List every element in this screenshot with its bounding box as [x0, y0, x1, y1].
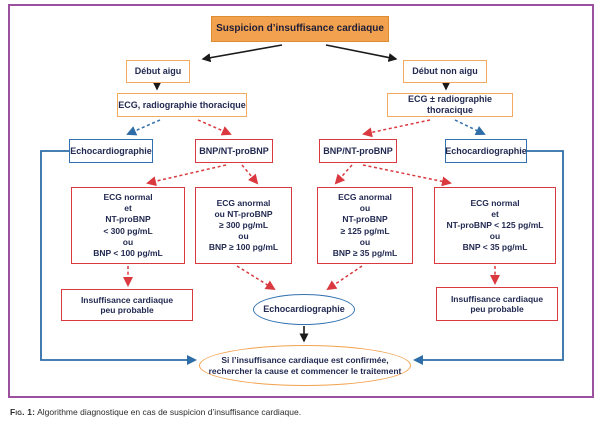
non-acute-onset-box: Début non aigu — [403, 60, 487, 83]
non-acute-workup-box: ECG ± radiographie thoracique — [387, 93, 513, 117]
hf-unlikely-box-right: Insuffisance cardiaque peu probable — [436, 287, 558, 321]
echocardiography-box-right: Echocardiographie — [445, 139, 527, 163]
bnp-box-left: BNP/NT-proBNP — [195, 139, 273, 163]
figure-caption-text: Algorithme diagnostique en cas de suspic… — [35, 407, 302, 417]
criteria-acute-positive-box: ECG anormal ou NT-proBNP ≥ 300 pg/mL ou … — [195, 187, 292, 264]
criteria-non-acute-negative-box: ECG normal et NT-proBNP < 125 pg/mL ou B… — [434, 187, 556, 264]
acute-workup-box: ECG, radiographie thoracique — [117, 93, 247, 117]
figure-caption-label: Fig. 1: — [10, 407, 36, 417]
echocardiography-box-left: Echocardiographie — [69, 139, 153, 163]
criteria-acute-negative-box: ECG normal et NT-proBNP < 300 pg/mL ou B… — [71, 187, 185, 264]
hf-unlikely-box-left: Insuffisance cardiaque peu probable — [61, 289, 193, 321]
bnp-box-right: BNP/NT-proBNP — [319, 139, 397, 163]
title-box: Suspicion d’insuffisance cardiaque — [211, 16, 389, 42]
figure-frame — [8, 4, 594, 398]
echocardiography-ellipse: Echocardiographie — [253, 294, 355, 325]
figure-caption: Fig. 1: Algorithme diagnostique en cas d… — [10, 407, 301, 417]
acute-onset-box: Début aigu — [126, 60, 190, 83]
conclusion-ellipse: Si l’insuffisance cardiaque est confirmé… — [199, 345, 411, 386]
criteria-non-acute-positive-box: ECG anormal ou NT-proBNP ≥ 125 pg/mL ou … — [317, 187, 413, 264]
